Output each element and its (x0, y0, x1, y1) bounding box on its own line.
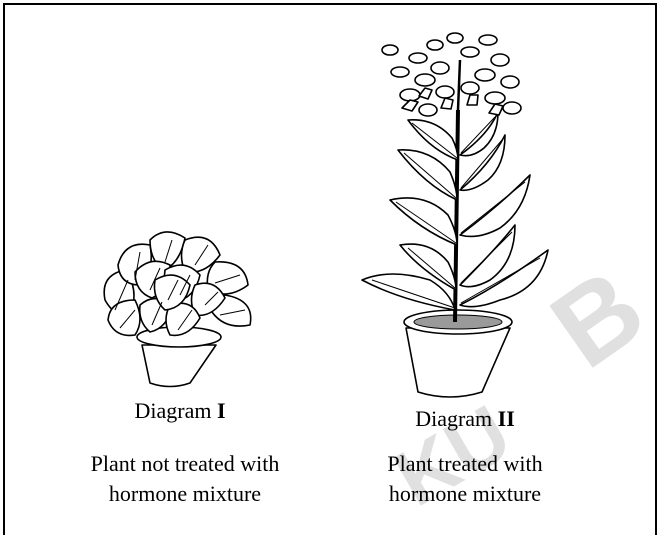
diagram-1-caption-word: Diagram (134, 398, 211, 423)
diagram-2-caption-word: Diagram (415, 406, 492, 431)
diagram-1-caption-numeral: I (217, 398, 226, 423)
flower-cluster (382, 33, 521, 116)
diagram-2-caption: Diagram II (380, 406, 550, 432)
diagram-2-description-line2: hormone mixture (360, 481, 570, 507)
diagram-1-description-line2: hormone mixture (30, 481, 340, 507)
tall-plant-illustration (362, 33, 548, 397)
diagram-1-caption: Diagram I (100, 398, 260, 424)
pot-2-body (406, 328, 510, 397)
diagram-2-description-line1: Plant treated with (360, 451, 570, 477)
diagram-1-description-line1: Plant not treated with (30, 451, 340, 477)
short-plant-illustration (104, 232, 251, 387)
diagram-2-caption-numeral: II (498, 406, 515, 431)
pot-1-body (142, 345, 216, 387)
pot-2-soil (414, 315, 502, 329)
